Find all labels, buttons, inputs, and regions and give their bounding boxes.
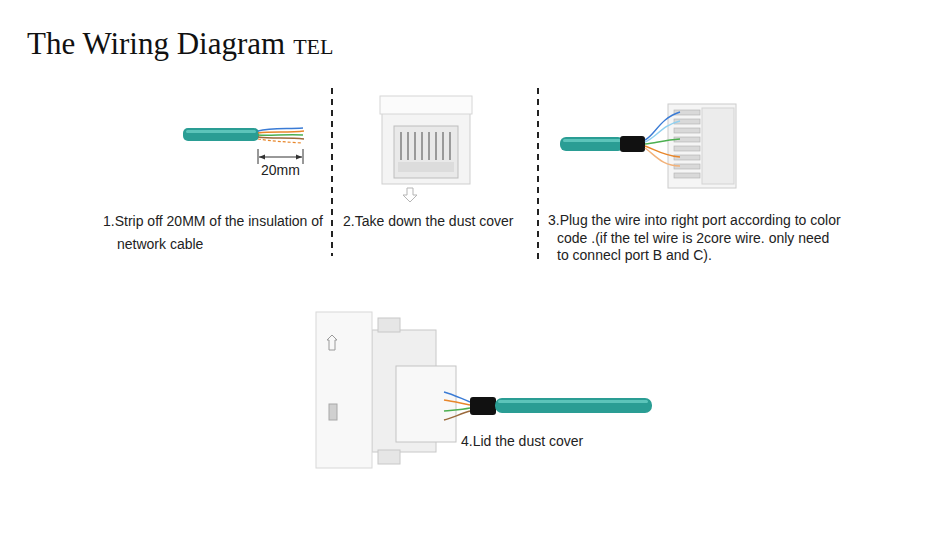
wire	[258, 128, 303, 131]
jack-clip	[378, 450, 400, 464]
wire	[444, 408, 470, 411]
wire	[258, 131, 304, 133]
separator	[331, 88, 333, 256]
extension-line	[303, 149, 304, 164]
port-icon	[327, 335, 337, 350]
wire	[258, 139, 302, 143]
extension-line	[258, 149, 259, 164]
dimension-label: 20mm	[261, 160, 300, 180]
assembled-socket	[316, 312, 652, 468]
title-row: The Wiring Diagram TEL	[27, 26, 334, 62]
cable-jacket	[495, 398, 652, 413]
wire	[258, 137, 304, 139]
wire	[444, 411, 470, 420]
keystone-jack	[380, 96, 472, 202]
jack-body	[668, 104, 736, 188]
subtitle-tag: TEL	[293, 34, 333, 60]
cable-into-jack	[560, 104, 736, 188]
step-caption: 1.Strip off 20MM of the insulation of ne…	[103, 210, 331, 256]
idc-slots	[674, 110, 700, 178]
contact-base	[398, 162, 454, 172]
arrowhead	[259, 155, 265, 160]
cable-jacket	[183, 128, 259, 141]
down-arrow	[403, 188, 417, 202]
stripped-cable	[183, 128, 304, 143]
dimension-line	[259, 157, 302, 158]
cable-highlight	[563, 139, 621, 142]
contacts	[401, 132, 450, 160]
diagram-title: The Wiring Diagram	[27, 26, 285, 62]
step-caption: 2.Take down the dust cover	[343, 211, 513, 231]
port-slot	[329, 404, 337, 420]
wire	[645, 148, 680, 166]
jack-lip	[380, 96, 472, 114]
faceplate	[316, 312, 372, 468]
jack-clip	[378, 318, 400, 332]
wire	[258, 134, 303, 136]
cable-boot	[470, 397, 496, 415]
dust-cover	[396, 366, 456, 442]
dimension-mark	[258, 149, 303, 164]
cable-jacket	[560, 137, 624, 151]
cable-boot	[620, 136, 645, 152]
step-caption: 3.Plug the wire into right port accordin…	[548, 212, 842, 265]
wire	[645, 112, 680, 140]
jack-opening	[394, 126, 458, 178]
cable-highlight	[186, 130, 256, 133]
separator	[537, 88, 539, 262]
wire	[645, 139, 680, 144]
jack-housing	[702, 108, 734, 184]
wire	[444, 400, 470, 405]
cable-highlight	[498, 400, 648, 403]
step-caption: 4.Lid the dust cover	[461, 431, 583, 451]
arrowhead	[296, 155, 302, 160]
